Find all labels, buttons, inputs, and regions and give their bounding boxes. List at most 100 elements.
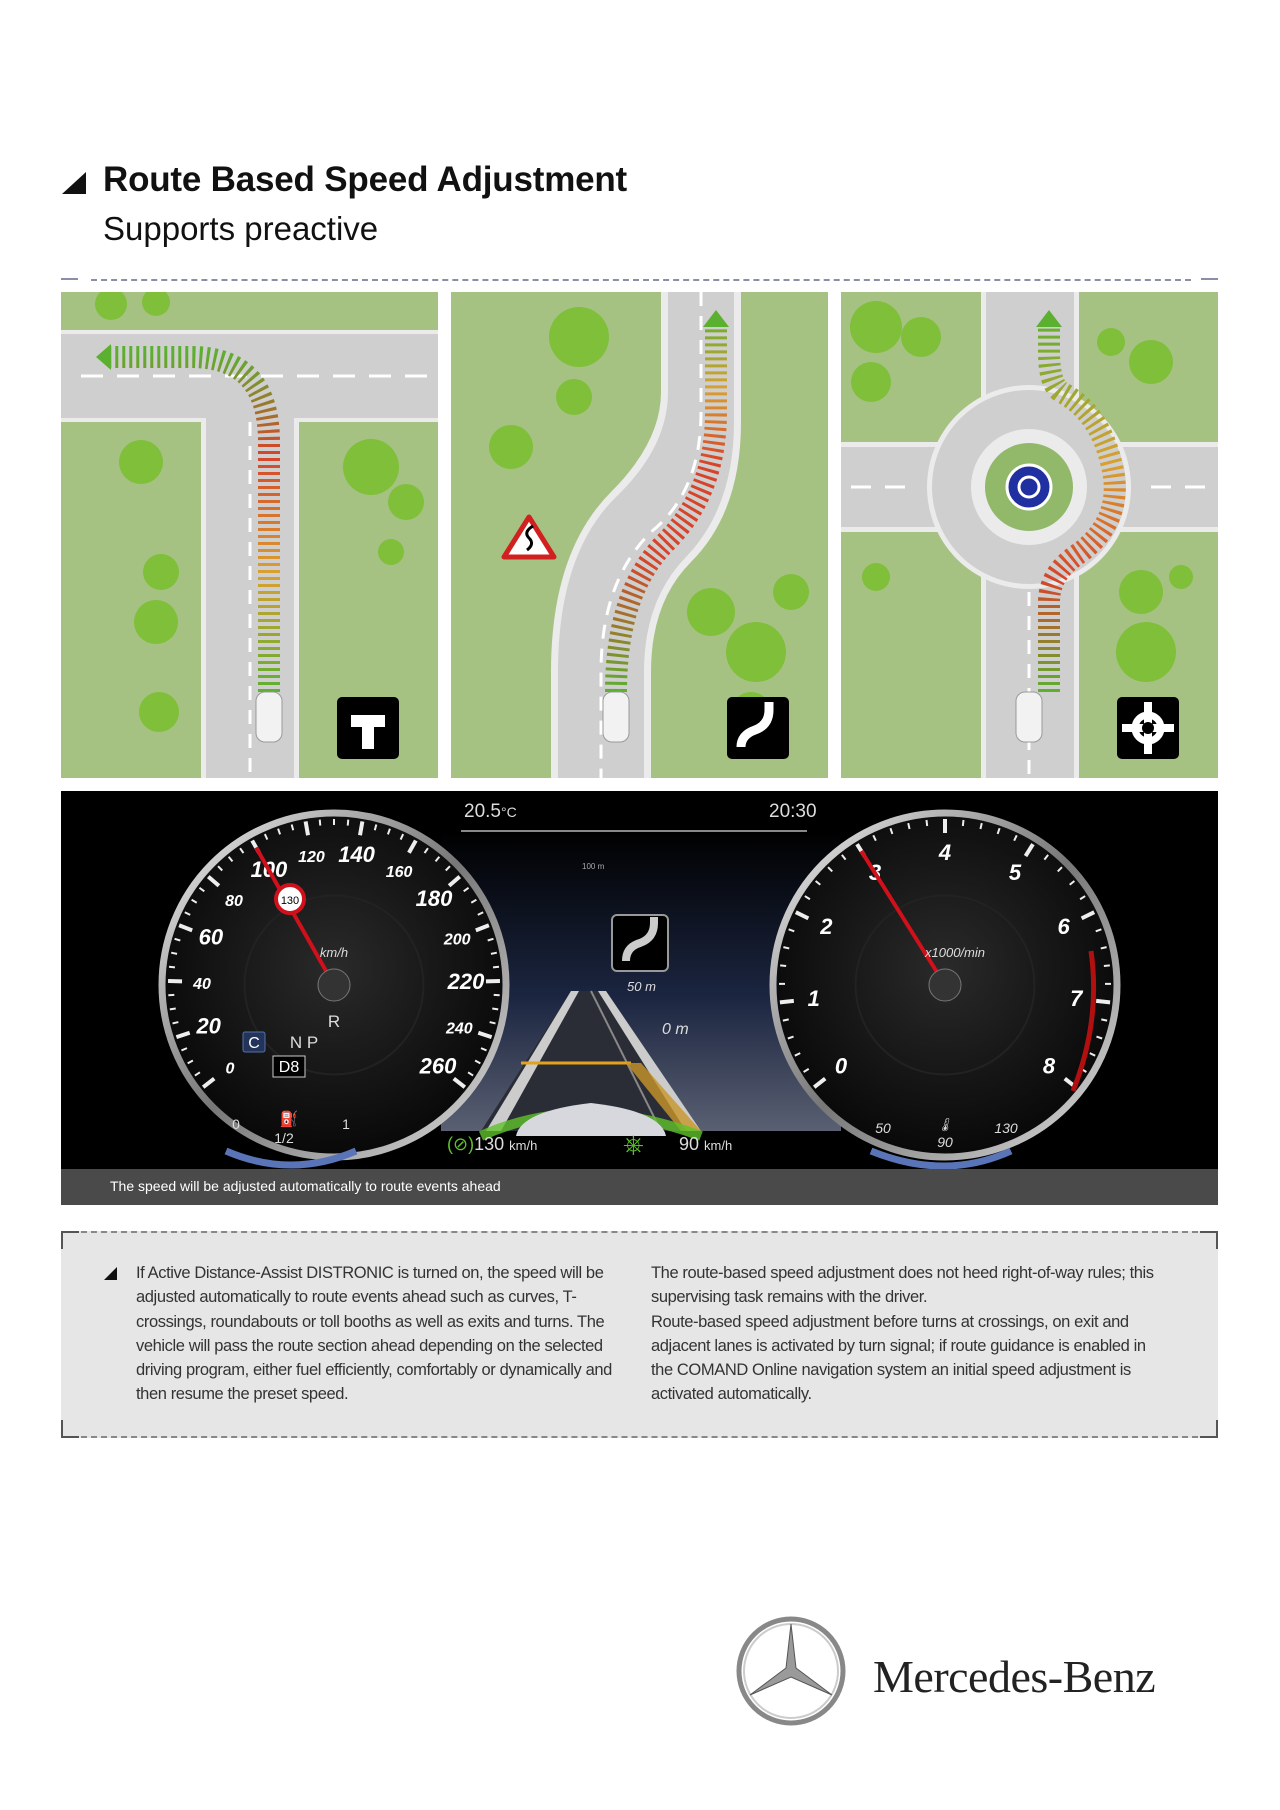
needle-hub: [928, 968, 962, 1002]
gauge-tick: [184, 911, 191, 916]
gauge-label: 2: [819, 914, 833, 939]
info-right-text: The route-based speed adjustment does no…: [651, 1261, 1171, 1407]
gauge-tick: [782, 1018, 789, 1022]
gauge-tick: [907, 822, 911, 830]
gauge-tick: [925, 819, 929, 827]
gauge-tick: [181, 1047, 188, 1052]
divider-end: [61, 278, 78, 280]
gauge-tick: [492, 965, 500, 969]
gauge-label: 4: [938, 840, 951, 865]
gauge-label: 60: [199, 925, 224, 950]
page-subtitle: Supports preactive: [103, 210, 379, 247]
current-gear-badge: [272, 1055, 306, 1078]
page-title: Route Based Speed Adjustment: [103, 160, 628, 199]
gauge-label: 0: [835, 1053, 848, 1078]
gauge-label: 20: [195, 1013, 221, 1038]
gauge-tick: [463, 886, 470, 893]
gauge-tick: [358, 821, 365, 836]
gauge-tick: [475, 923, 490, 933]
gauge-tick: [447, 875, 462, 888]
mercedes-star-logo: [736, 1616, 846, 1726]
gear-n-p: N P: [290, 1033, 318, 1052]
double-bend-warning-icon: [501, 514, 557, 560]
gauge-tick: [1095, 998, 1111, 1005]
fuel-half: 1/2: [274, 1130, 294, 1146]
gauge-tick: [470, 898, 477, 904]
gauge-tick: [480, 1047, 487, 1052]
gauge-tick: [175, 1030, 191, 1040]
divider: [81, 1231, 1198, 1233]
gauge-tick: [815, 880, 821, 886]
corner-mark: [61, 1231, 79, 1249]
gauge-tick: [423, 847, 429, 854]
current-gear: D8: [279, 1059, 300, 1076]
coolant-mid: 90: [937, 1134, 953, 1150]
gauge-tick: [170, 951, 178, 955]
gauge-tick: [452, 1077, 467, 1089]
gauge-tick: [979, 822, 983, 830]
gauge-tick: [803, 1067, 810, 1073]
gauge-tick: [996, 827, 1001, 835]
gauge-tick: [168, 965, 176, 969]
distance-mark-100: 100 m: [582, 862, 605, 871]
gauge-tick: [434, 856, 441, 862]
gauge-tick: [489, 1021, 496, 1025]
gauge-tick: [318, 819, 322, 826]
roundabout-icon: [1117, 697, 1179, 759]
gauge-tick: [201, 1077, 216, 1089]
gauge-tick: [198, 886, 205, 893]
gauge-tick: [187, 1059, 194, 1065]
scenario-curve: [451, 292, 828, 778]
corner-mark: [61, 1420, 79, 1438]
target-speed: 90 km/h: [679, 1134, 733, 1154]
curve-ahead-icon: [611, 914, 669, 972]
gauge-tick: [477, 1030, 493, 1040]
gauge-label: 260: [419, 1053, 457, 1078]
gauge-tick: [467, 1071, 474, 1077]
needle-hub: [317, 968, 351, 1002]
gauge-inner-ring: [243, 894, 425, 1076]
coolant-level-bar: [869, 1147, 1013, 1169]
caption-bar: The speed will be adjusted automatically…: [61, 1169, 1218, 1205]
info-right-paragraph-2: Route-based speed adjustment before turn…: [651, 1312, 1146, 1404]
gauge-tick: [1057, 866, 1063, 873]
gauge-tick: [373, 824, 378, 831]
gauge-tick: [872, 834, 877, 842]
gauge-label: 220: [447, 969, 485, 994]
gauge-tick: [1095, 928, 1102, 933]
gauge-tick: [794, 1052, 801, 1057]
fuel-icon: ⛽: [280, 1110, 299, 1128]
gear-r: R: [328, 1012, 340, 1031]
fuel-max: 1: [342, 1116, 350, 1132]
gauge-inner-ring: [854, 894, 1036, 1076]
title-triangle-icon: [62, 172, 86, 194]
gauge-tick: [1101, 1018, 1108, 1022]
gauge-tick: [492, 1007, 499, 1011]
gauge-tick: [178, 923, 193, 933]
gauge-label: 6: [1058, 914, 1071, 939]
gauge-tick: [386, 828, 391, 835]
gauge-tick: [812, 1077, 827, 1089]
gauge-label: 40: [192, 976, 211, 993]
coolant-max: 130: [994, 1120, 1018, 1136]
fuel-min: 0: [232, 1116, 240, 1132]
scenario-roundabout: [841, 292, 1218, 778]
gauge-tick: [399, 833, 405, 840]
gauge-tick: [787, 1035, 794, 1040]
gauge-tick: [206, 875, 221, 888]
gauge-label: 0: [226, 1060, 235, 1077]
gauge-tick: [1013, 834, 1018, 842]
gauge-tick: [227, 856, 234, 862]
gauge-tick: [780, 964, 787, 968]
gauge-tick: [889, 827, 894, 835]
gauge-unit: km/h: [320, 945, 348, 960]
gauge-tick: [263, 833, 269, 840]
speed-limit-sign: [274, 883, 306, 915]
coolant-min: 50: [875, 1120, 891, 1136]
gauge-tick: [1069, 880, 1075, 886]
gauge-tick: [1100, 946, 1107, 950]
gauge-label: 180: [416, 886, 453, 911]
caption-text: The speed will be adjusted automatically…: [110, 1178, 501, 1194]
gauge-tick: [1079, 895, 1086, 901]
